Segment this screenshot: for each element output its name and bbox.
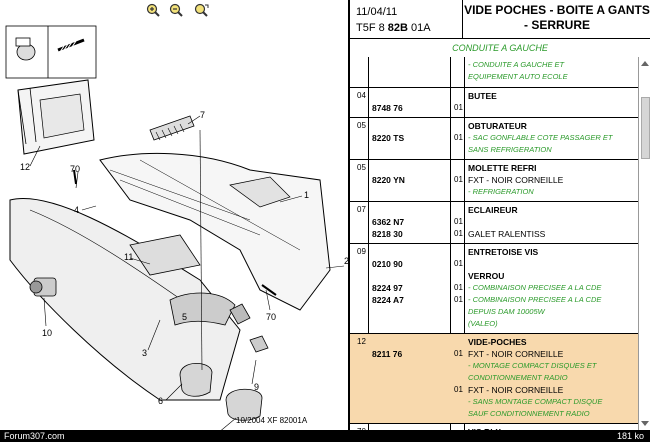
- viewer-toolbar: [0, 0, 348, 20]
- part-description: ECLAIREUR: [468, 205, 518, 215]
- part-quantity: 01: [454, 229, 463, 238]
- part-description: - REFRIGERATION: [468, 187, 534, 196]
- parts-table: - CONDUITE A GAUCHE ET EQUIPEMENT AUTO EC…: [350, 57, 638, 430]
- code-bold: 82B: [387, 22, 408, 34]
- callout-3: 3: [142, 348, 147, 358]
- status-bar: Forum307.com 181 ko: [0, 430, 650, 442]
- callout-70-right: 70: [266, 312, 276, 322]
- part-quantity: 01: [454, 259, 463, 268]
- header-code: T5F 8 82B 01A: [356, 22, 431, 34]
- part-description: - CONDUITE A GAUCHE ET: [468, 60, 565, 69]
- part-description: - SANS MONTAGE COMPACT DISQUE: [468, 397, 603, 406]
- part-reference[interactable]: 8220 TS: [372, 133, 405, 143]
- part-description: SAUF CONDITIONNEMENT RADIO: [468, 409, 590, 418]
- callout-7: 7: [200, 110, 205, 120]
- table-row[interactable]: 70VIS RLX6924 K101DIAM 4,2 - 16: [350, 423, 638, 430]
- part-reference[interactable]: 8211 76: [372, 349, 403, 359]
- part-quantity: 01: [454, 133, 463, 142]
- part-reference[interactable]: 0210 90: [372, 259, 403, 269]
- table-row[interactable]: 05 OBTURATEUR 8220 TS 01 - SAC GONFLABLE COT…: [350, 117, 638, 160]
- part-quantity: 01: [454, 349, 463, 358]
- callout-9: 9: [254, 382, 259, 392]
- page-title: VIDE POCHES - BOITE A GANTS - SERRURE: [464, 3, 650, 32]
- callout-2: 2: [344, 256, 348, 266]
- zoom-out-icon[interactable]: [168, 2, 184, 18]
- file-size: 181 ko: [616, 431, 644, 441]
- part-quantity: 01: [454, 385, 463, 394]
- part-description: VERROU: [468, 271, 505, 281]
- part-description: OBTURATEUR: [468, 121, 527, 131]
- part-quantity: 01: [454, 103, 463, 112]
- part-description: - COMBINAISON PRECISEE A LA CDE: [468, 295, 602, 304]
- row-index: 05: [357, 163, 366, 172]
- part-description: GALET RALENTISS: [468, 229, 546, 239]
- part-description: CONDITIONNEMENT RADIO: [468, 373, 568, 382]
- part-description: DEPUIS DAM 10005W: [468, 307, 545, 316]
- scroll-thumb[interactable]: [641, 97, 650, 159]
- code-suffix: 01A: [407, 22, 431, 34]
- header-meta: 11/04/11 T5F 8 82B 01A: [350, 0, 463, 38]
- callout-70-left: 70: [70, 164, 80, 174]
- part-description: - MONTAGE COMPACT DISQUES ET: [468, 361, 597, 370]
- zoom-fit-icon[interactable]: [194, 2, 210, 18]
- table-row[interactable]: - CONDUITE A GAUCHE ET EQUIPEMENT AUTO EC…: [350, 57, 638, 87]
- part-description: FXT - NOIR CORNEILLE: [468, 349, 564, 359]
- part-description: - COMBINAISON PRECISEE A LA CDE: [468, 283, 602, 292]
- callout-5: 5: [182, 312, 187, 322]
- part-reference[interactable]: 8220 YN: [372, 175, 405, 185]
- part-description: FXT - NOIR CORNEILLE: [468, 175, 564, 185]
- parts-list-panel: 11/04/11 T5F 8 82B 01A VIDE POCHES - BOI…: [348, 0, 650, 430]
- part-description: BUTEE: [468, 91, 497, 101]
- part-quantity: 01: [454, 295, 463, 304]
- row-index: 70: [357, 427, 366, 430]
- parts-header: 11/04/11 T5F 8 82B 01A VIDE POCHES - BOI…: [350, 0, 650, 39]
- callout-6: 6: [158, 396, 163, 406]
- part-description: FXT - NOIR CORNEILLE: [468, 385, 564, 395]
- subheader: CONDUITE A GAUCHE: [452, 43, 548, 53]
- parts-drawing: 7 1 12 70 4 2 3 11 10 5 9 6 5 70: [5, 25, 348, 430]
- part-reference[interactable]: 8224 97: [372, 283, 403, 293]
- table-row[interactable]: 05 MOLETTE REFRI 8220 YN 01 FXT - NOIR CORNE…: [350, 159, 638, 202]
- part-reference[interactable]: 6362 N7: [372, 217, 405, 227]
- row-index: 05: [357, 121, 366, 130]
- part-description: MOLETTE REFRI: [468, 163, 537, 173]
- scroll-down-icon[interactable]: [641, 421, 649, 426]
- callout-11: 11: [124, 252, 133, 262]
- row-index: 12: [357, 337, 366, 346]
- diagram-reference: 10/2004 XF 82001A: [236, 416, 308, 425]
- row-index: 09: [357, 247, 366, 256]
- table-row[interactable]: 04 BUTEE 8748 76 01: [350, 87, 638, 118]
- part-quantity: 01: [454, 217, 463, 226]
- row-index: 04: [357, 91, 366, 100]
- callout-1: 1: [304, 190, 309, 200]
- part-reference[interactable]: 8218 30: [372, 229, 403, 239]
- site-credit: Forum307.com: [4, 431, 65, 441]
- zoom-in-icon[interactable]: [145, 2, 161, 18]
- part-description: SANS REFRIGERATION: [468, 145, 552, 154]
- part-description: VIS RLX: [468, 427, 501, 430]
- scrollbar[interactable]: [638, 57, 650, 430]
- part-description: EQUIPEMENT AUTO ECOLE: [468, 72, 568, 81]
- callout-12: 12: [20, 162, 30, 172]
- part-quantity: 01: [454, 283, 463, 292]
- header-date: 11/04/11: [356, 6, 398, 18]
- part-reference[interactable]: 8748 76: [372, 103, 403, 113]
- scroll-up-icon[interactable]: [641, 61, 649, 66]
- part-description: (VALEO): [468, 319, 498, 328]
- row-index: 07: [357, 205, 366, 214]
- part-quantity: 01: [454, 175, 463, 184]
- callout-10: 10: [42, 328, 52, 338]
- part-description: VIDE-POCHES: [468, 337, 527, 347]
- code-prefix: T5F 8: [356, 22, 388, 34]
- callout-4: 4: [74, 205, 79, 215]
- part-reference[interactable]: 8224 A7: [372, 295, 404, 305]
- part-description: ENTRETOISE VIS: [468, 247, 539, 257]
- exploded-parts-diagram: 7 1 12 70 4 2 3 11 10 5 9 6 5 70: [0, 20, 348, 430]
- part-description: - SAC GONFLABLE COTE PASSAGER ET: [468, 133, 613, 142]
